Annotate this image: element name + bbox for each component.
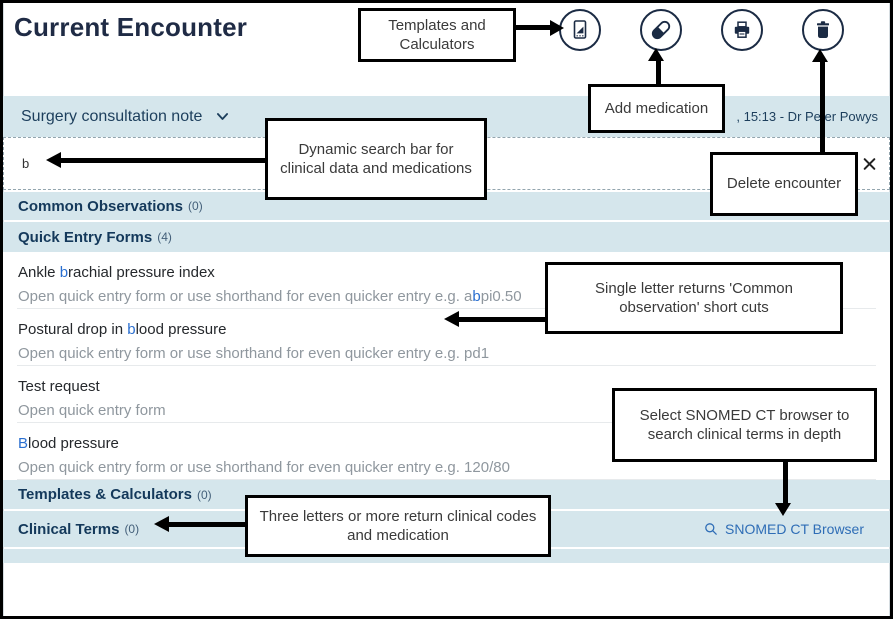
add-medication-button[interactable] (640, 9, 682, 51)
arrowhead-left (46, 152, 61, 168)
callout-snomed-browser: Select SNOMED CT browser to search clini… (612, 388, 877, 462)
arrowhead-right (550, 20, 564, 36)
arrow-to-add-medication-icon (656, 60, 661, 85)
search-icon (703, 521, 719, 537)
callout-dynamic-search: Dynamic search bar for clinical data and… (265, 118, 487, 200)
item-subtitle: Open quick entry form or use shorthand f… (18, 345, 490, 362)
chevron-down-icon[interactable] (214, 108, 231, 125)
item-subtitle: Open quick entry form or use shorthand f… (18, 459, 510, 476)
print-button[interactable] (721, 9, 763, 51)
section-count: (4) (157, 230, 172, 244)
encounter-selector-bar[interactable]: Surgery consultation note , 15:13 - Dr P… (3, 96, 890, 137)
arrowhead-down (775, 503, 791, 516)
section-label: Quick Entry Forms (18, 228, 153, 246)
arrow-to-snomed-link (783, 462, 788, 505)
arrowhead-left (444, 311, 459, 327)
section-label: Common Observations (18, 197, 184, 215)
snomed-link-label: SNOMED CT Browser (725, 521, 864, 537)
arrow-to-delete-icon (820, 61, 825, 153)
delete-encounter-button[interactable] (802, 9, 844, 51)
print-icon (730, 18, 754, 42)
arrow-to-templates-icon (516, 25, 552, 30)
section-count: (0) (196, 487, 212, 502)
item-title: Blood pressure (18, 435, 119, 452)
arrowhead-up (812, 49, 828, 62)
section-label: Clinical Terms (18, 520, 120, 538)
item-title: Test request (18, 378, 100, 395)
item-title: Ankle brachial pressure index (18, 264, 215, 281)
arrow-to-quick-entry (459, 317, 545, 322)
arrow-to-clinical-terms (169, 522, 245, 527)
encounter-note-title: Surgery consultation note (21, 107, 203, 125)
item-subtitle: Open quick entry form or use shorthand f… (18, 288, 522, 305)
callout-three-letters: Three letters or more return clinical co… (245, 495, 551, 557)
callout-templates-calculators: Templates and Calculators (358, 8, 516, 62)
clear-search-icon[interactable] (862, 156, 877, 171)
arrowhead-up (648, 48, 664, 61)
encounter-meta: , 15:13 - Dr Peter Powys (736, 109, 878, 124)
item-subtitle: Open quick entry form (18, 402, 166, 419)
section-quick-entry-forms[interactable]: Quick Entry Forms (4) (3, 222, 890, 252)
callout-single-letter: Single letter returns 'Common observatio… (545, 262, 843, 334)
page-title: Current Encounter (14, 12, 248, 42)
item-title: Postural drop in blood pressure (18, 321, 227, 338)
callout-delete-encounter: Delete encounter (710, 152, 858, 216)
quick-entry-list: Ankle brachial pressure index Open quick… (3, 252, 890, 480)
delete-encounter-icon (811, 18, 835, 42)
snomed-ct-browser-link[interactable]: SNOMED CT Browser (703, 511, 864, 547)
section-count: (0) (124, 522, 140, 536)
section-count: (0) (188, 199, 203, 213)
templates-calculators-button[interactable] (559, 9, 601, 51)
section-label: Templates & Calculators (18, 486, 192, 503)
arrow-to-search-bar (61, 158, 265, 163)
add-medication-icon (648, 17, 674, 43)
templates-calculators-icon (568, 18, 592, 42)
arrowhead-left (154, 516, 169, 532)
callout-add-medication: Add medication (588, 84, 725, 133)
